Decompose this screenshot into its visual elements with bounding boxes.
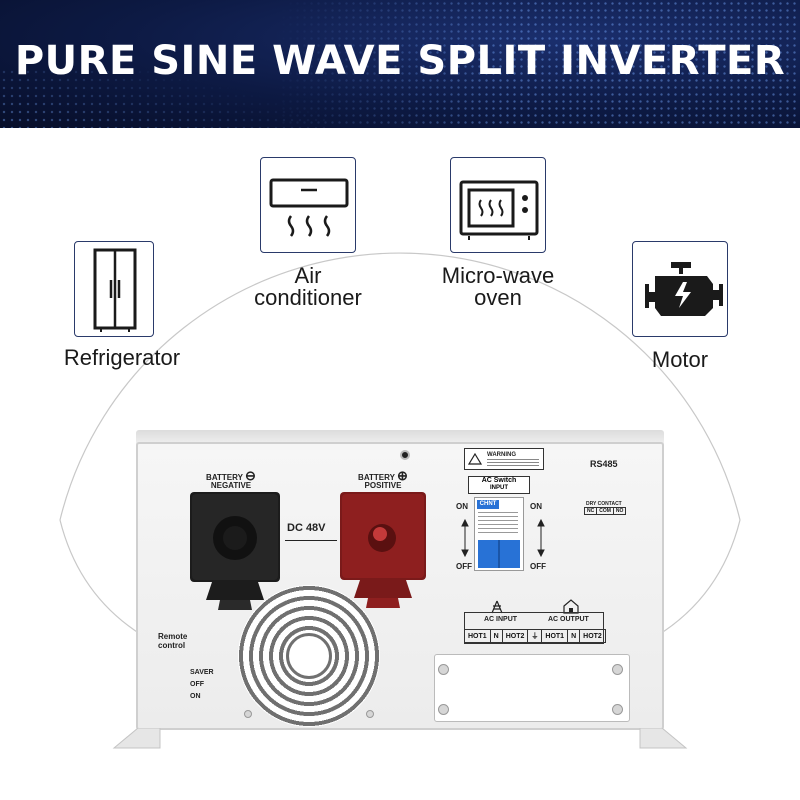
ac-input-hot2: HOT2 xyxy=(501,629,529,643)
switch-on-right: ON xyxy=(530,502,542,511)
ac-input-title: AC INPUT xyxy=(484,616,518,623)
remote-control-label-line1: Remote xyxy=(158,632,188,641)
inverter-foot-left xyxy=(112,728,161,749)
header-banner: PURE SINE WAVE SPLIT INVERTER xyxy=(0,0,800,128)
breaker-spec-text xyxy=(478,512,518,534)
ac-output-title: AC OUTPUT xyxy=(548,616,589,623)
motor-label: Motor xyxy=(651,347,709,372)
refrigerator-label: Refrigerator xyxy=(63,345,181,370)
ground-symbol-icon: ⏚ xyxy=(527,629,543,643)
switch-off-right: OFF xyxy=(530,562,546,571)
breaker-brand-badge: CHNT xyxy=(477,500,499,509)
battery-negative-label: BATTERY ⊖ NEGATIVE xyxy=(196,469,266,490)
banner-dot-pattern xyxy=(280,0,800,128)
dry-contact-title: DRY CONTACT xyxy=(586,501,622,507)
refrigerator-icon xyxy=(93,248,137,332)
dry-contact-com: COM xyxy=(596,507,614,515)
fan-hub xyxy=(286,633,332,679)
mode-on-label: ON xyxy=(190,693,201,700)
air-conditioner-label-line1: Air xyxy=(294,263,322,288)
dry-contact-table: NC COM NO xyxy=(583,507,627,515)
warning-sticker: WARNING xyxy=(464,448,544,470)
rs485-port-label: RS485 xyxy=(590,459,618,469)
ac-terminal-table: HOT1 N HOT2 ⏚ HOT1 N HOT2 xyxy=(464,629,606,643)
microwave-label-line1: Micro-wave xyxy=(441,263,555,288)
ac-switch-label-line1: AC Switch xyxy=(481,477,517,484)
ac-output-n: N xyxy=(567,629,581,643)
motor-icon-box xyxy=(632,241,728,337)
air-conditioner-label-line2: conditioner xyxy=(254,285,362,310)
ac-output-hot1: HOT1 xyxy=(541,629,569,643)
screw-icon xyxy=(438,664,449,675)
battery-positive-terminal[interactable] xyxy=(336,488,432,614)
battery-positive-label-line1: BATTERY xyxy=(358,473,395,482)
dc-voltage-underline xyxy=(285,540,337,541)
screw-icon xyxy=(438,704,449,715)
dc-voltage-label: DC 48V xyxy=(287,522,326,534)
terminal-cover-plate[interactable] xyxy=(434,654,630,722)
breaker-toggle-divider xyxy=(498,540,500,568)
warning-triangle-icon xyxy=(468,453,482,465)
battery-negative-terminal[interactable] xyxy=(188,488,284,614)
battery-negative-label-line2: NEGATIVE xyxy=(210,481,252,490)
microwave-label-line2: oven xyxy=(474,285,522,310)
battery-positive-label-line2: POSITIVE xyxy=(364,481,402,490)
warning-label: WARNING xyxy=(487,452,516,458)
dry-contact-no: NO xyxy=(612,507,627,515)
remote-control-label-line2: control xyxy=(158,641,186,650)
ac-input-n: N xyxy=(489,629,503,643)
switch-direction-arrow-right-icon xyxy=(537,518,545,558)
negative-symbol-icon: ⊖ xyxy=(245,468,256,483)
air-conditioner-icon-box xyxy=(260,157,356,253)
ac-switch-label: AC Switch INPUT xyxy=(468,476,530,494)
air-conditioner-icon xyxy=(269,178,349,237)
switch-direction-arrow-left-icon xyxy=(461,518,469,558)
positive-symbol-icon: ⊕ xyxy=(397,468,408,483)
ac-output-house-icon xyxy=(563,599,579,614)
motor-icon xyxy=(645,262,723,316)
battery-negative-label-line1: BATTERY xyxy=(206,473,243,482)
refrigerator-icon-box xyxy=(74,241,154,337)
battery-positive-label: BATTERY ⊕ POSITIVE xyxy=(348,469,418,490)
ac-switch-label-line2: INPUT xyxy=(490,485,508,491)
screw-icon xyxy=(612,664,623,675)
warning-text-lines xyxy=(487,459,539,467)
inverter-foot-right xyxy=(639,728,688,749)
status-led xyxy=(400,450,410,460)
mode-saver-label: SAVER xyxy=(190,669,214,676)
screw-icon xyxy=(612,704,623,715)
ac-input-tower-icon xyxy=(491,600,503,614)
switch-off-left: OFF xyxy=(456,562,472,571)
microwave-icon-box xyxy=(450,157,546,253)
dry-contact-nc: NC xyxy=(583,507,598,515)
switch-on-left: ON xyxy=(456,502,468,511)
screw-icon xyxy=(366,710,374,718)
ac-terminal-frame xyxy=(464,612,604,644)
banner-dot-pattern-left xyxy=(0,68,330,128)
banner-title: PURE SINE WAVE SPLIT INVERTER xyxy=(14,38,786,84)
microwave-icon xyxy=(459,180,539,240)
ac-input-hot1: HOT1 xyxy=(464,629,491,643)
screw-icon xyxy=(244,710,252,718)
mode-off-label: OFF xyxy=(190,681,204,688)
ac-output-hot2: HOT2 xyxy=(579,629,606,643)
